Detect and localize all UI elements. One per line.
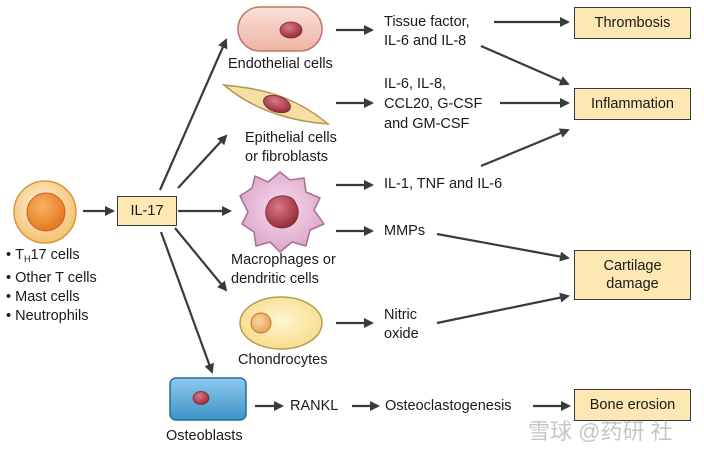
source-cells-list: TH17 cells Other T cells Mast cells Neut… bbox=[6, 246, 97, 326]
mediator-nitric-line2: oxide bbox=[384, 326, 419, 342]
mediator-osteoclastogenesis: Osteoclastogenesis bbox=[385, 398, 512, 414]
epithelial-label-line2: or fibroblasts bbox=[245, 149, 329, 165]
watermark-text: 雪球 @药研 社 bbox=[528, 419, 673, 444]
mediator-epithelial-line2: CCL20, G-CSF bbox=[384, 96, 483, 112]
arrow-il17-to-osteoblast bbox=[159, 231, 214, 374]
list-item-neutrophils: Neutrophils bbox=[6, 307, 97, 326]
outcome-thrombosis-box: Thrombosis bbox=[574, 7, 691, 39]
mediator-nitric-line1: Nitric bbox=[384, 307, 418, 323]
chondrocyte-cell-icon bbox=[239, 296, 323, 350]
mediator-mmps: MMPs bbox=[384, 223, 426, 239]
arrow-il17-to-endothelial bbox=[158, 38, 228, 191]
outcome-inflammation-box: Inflammation bbox=[574, 88, 691, 120]
mediator-epithelial-line3: and GM-CSF bbox=[384, 116, 470, 132]
outcome-bone-erosion-box: Bone erosion bbox=[574, 389, 691, 421]
arrow-il1-to-inflammation bbox=[480, 128, 570, 168]
arrow-il17-to-chondrocyte bbox=[174, 227, 228, 292]
arrow-nitric-to-cartilage bbox=[436, 292, 570, 325]
macrophage-label-line2: dendritic cells bbox=[231, 271, 319, 287]
osteoblast-label: Osteoblasts bbox=[166, 428, 243, 444]
mediator-tissue-factor-line1: Tissue factor, bbox=[384, 14, 470, 30]
osteoblast-cell-icon bbox=[169, 377, 247, 421]
arrows bbox=[83, 17, 571, 411]
macrophage-label-line1: Macrophages or bbox=[231, 252, 336, 268]
mediator-rankl: RANKL bbox=[290, 398, 339, 414]
list-item-mast: Mast cells bbox=[6, 288, 97, 307]
fibroblast-cell-icon bbox=[221, 83, 331, 125]
epithelial-label-line1: Epithelial cells bbox=[245, 130, 337, 146]
arrow-il17-to-epithelial bbox=[177, 134, 228, 189]
list-item-th17: TH17 cells bbox=[6, 246, 97, 269]
endothelial-label: Endothelial cells bbox=[228, 56, 333, 72]
arrow-mmps-to-cartilage bbox=[436, 232, 570, 262]
chondrocyte-label: Chondrocytes bbox=[238, 352, 328, 368]
th17-cell-icon bbox=[13, 180, 77, 244]
endothelial-cell-icon bbox=[237, 6, 323, 52]
il17-box: IL-17 bbox=[117, 196, 177, 226]
list-item-other-t: Other T cells bbox=[6, 269, 97, 288]
mediator-epithelial-line1: IL-6, IL-8, bbox=[384, 76, 447, 92]
mediator-tissue-factor-line2: IL-6 and IL-8 bbox=[384, 33, 467, 49]
macrophage-cell-icon bbox=[239, 171, 325, 253]
mediator-il1-tnf-il6: IL-1, TNF and IL-6 bbox=[384, 176, 503, 192]
arrow-tissue-factor-to-inflammation bbox=[480, 44, 570, 86]
